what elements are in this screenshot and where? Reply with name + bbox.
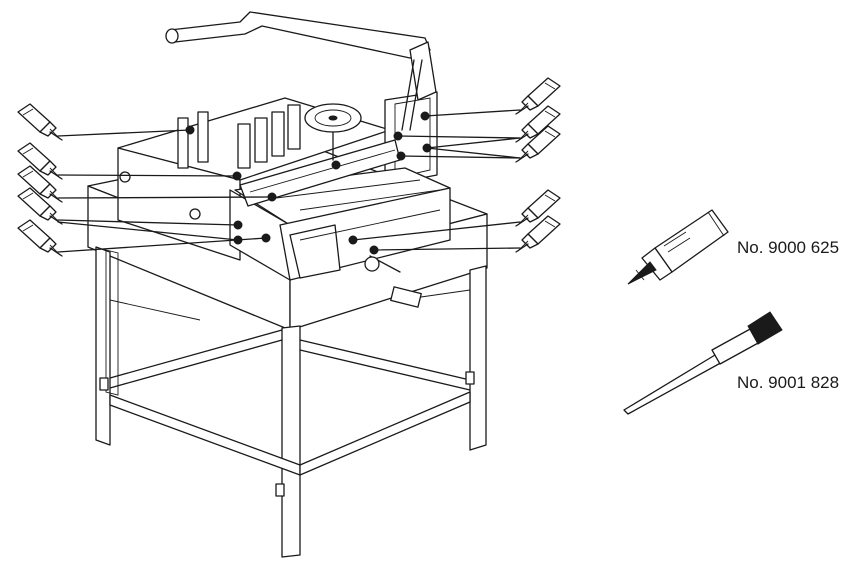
grease-tube-icon (627, 209, 729, 285)
grease-tube-part-number: No. 9000 625 (737, 238, 840, 257)
oil-can-icons-left (17, 103, 63, 257)
leader-lines (57, 109, 521, 253)
brush-part-number: No. 9001 828 (737, 373, 840, 392)
oil-can-icons-right (515, 77, 561, 253)
brush-icon (623, 311, 783, 415)
